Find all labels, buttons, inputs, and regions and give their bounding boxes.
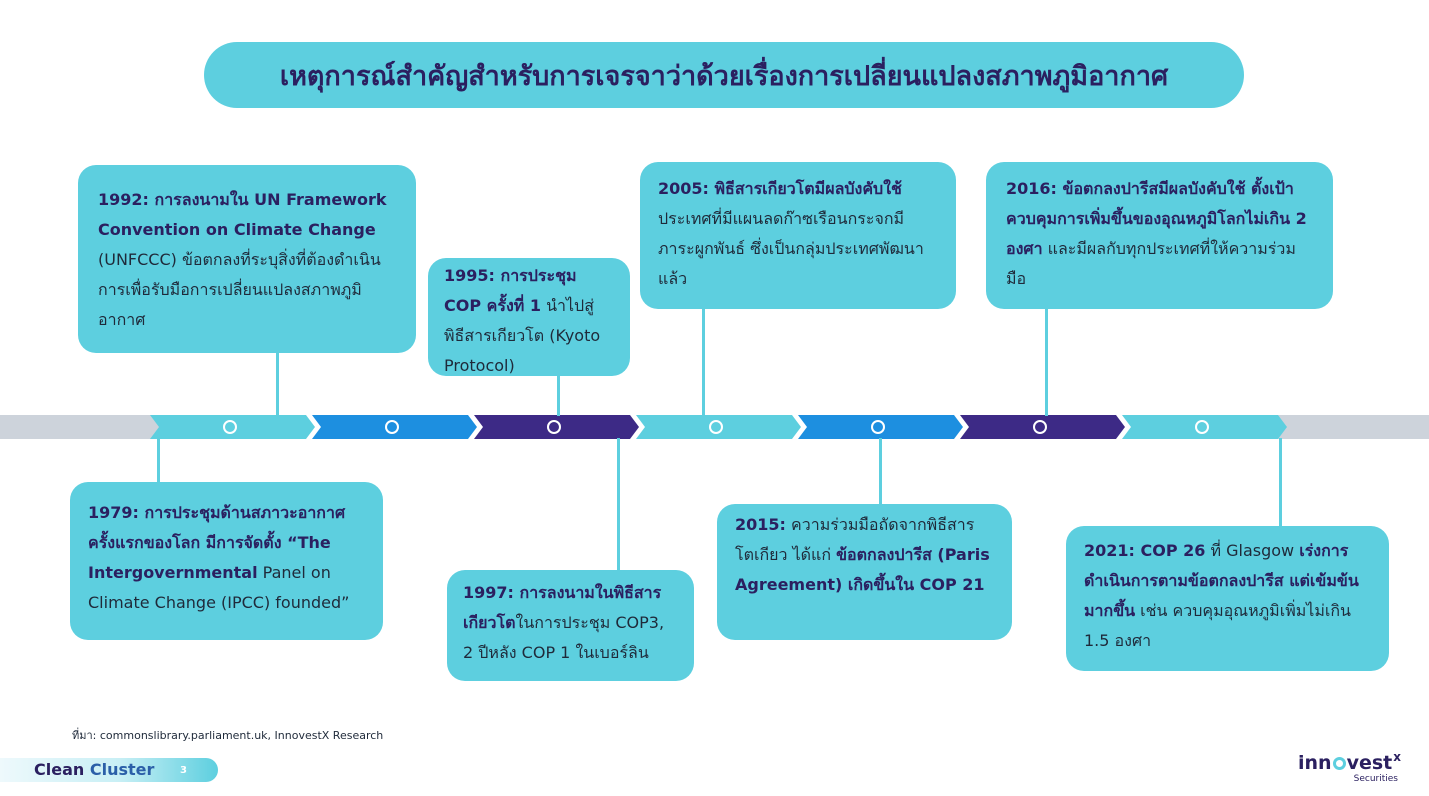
event-1992-headline: 1992: การลงนามใน UN Framework Convention… [98,190,387,239]
connector-2016 [1045,306,1048,416]
footer-bar [0,758,218,782]
event-1995-headline: 1995: การประชุม COP ครั้งที่ 1 [444,266,577,315]
event-card-2021: 2021: COP 26 ที่ Glasgow เร่งการดำเนินกา… [1066,526,1389,671]
circle-node-icon [1195,420,1209,434]
circle-node-icon [223,420,237,434]
timeline-segment [636,415,801,439]
event-1997-text: ในการประชุม COP3, 2 ปีหลัง COP 1 ในเบอร์… [463,613,665,662]
event-1997-headline: 1997: การลงนามในพิธีสารเกียวโต [463,583,662,632]
connector-1995 [557,373,560,416]
track-right-gray [1276,415,1429,439]
connector-1992 [276,350,279,416]
event-card-1997: 1997: การลงนามในพิธีสารเกียวโตในการประชุ… [447,570,694,681]
event-2015-highlight: ข้อตกลงปารีส (Paris Agreement) เกิดขึ้นใ… [735,545,990,594]
connector-1979 [157,438,160,484]
event-2015-headline: 2015: [735,515,786,534]
event-1979-text: Panel on Climate Change (IPCC) founded” [88,563,350,612]
event-2021-text: ที่ Glasgow [1205,541,1300,560]
timeline-segment [798,415,963,439]
footer-brand-part2: Cluster [89,760,155,779]
event-2016-headline: 2016: ข้อตกลงปารีสมีผลบังคับใช้ ตั้งเป้า… [1006,179,1307,258]
circle-node-icon [547,420,561,434]
circle-node-icon [385,420,399,434]
event-1979-headline: 1979: การประชุมด้านสภาวะอากาศครั้งแรกของ… [88,503,346,582]
event-2016-text: และมีผลกับทุกประเทศที่ให้ความร่วมมือ [1006,239,1296,288]
connector-1997 [617,438,620,572]
track-left-gray [0,415,160,439]
page-number: 3 [180,765,187,776]
event-2005-headline: 2005: พิธีสารเกียวโตมีผลบังคับใช้ [658,179,902,198]
event-2005-text: ประเทศที่มีแผนลดก๊าซเรือนกระจกมีภาระผูกพ… [658,209,924,288]
page-title: เหตุการณ์สำคัญสำหรับการเจรจาว่าด้วยเรื่อ… [279,60,1169,92]
timeline-segment [960,415,1125,439]
event-card-2005: 2005: พิธีสารเกียวโตมีผลบังคับใช้ ประเทศ… [640,162,956,309]
timeline-segment [312,415,477,439]
logo-word-end: vest [1346,752,1393,774]
logo-o-icon [1332,756,1346,770]
connector-2005 [702,306,705,416]
footer-brand: Clean Cluster [34,760,154,779]
source-note: ที่มา: commonslibrary.parliament.uk, Inn… [72,729,384,742]
timeline-segment [474,415,639,439]
event-1995-text: นำไปสู่พิธีสารเกียวโต (Kyoto Protocol) [444,296,601,375]
circle-node-icon [871,420,885,434]
timeline-segment [150,415,315,439]
event-card-2015: 2015: ความร่วมมือถัดจากพิธีสารโตเกียว ได… [717,504,1012,640]
event-card-1979: 1979: การประชุมด้านสภาวะอากาศครั้งแรกของ… [70,482,383,640]
timeline-segments [150,415,1287,439]
circle-node-icon [709,420,723,434]
footer-brand-part1: Clean [34,760,85,779]
timeline-segment [1122,415,1287,439]
logo-word-start: inn [1298,752,1332,774]
connector-2015 [879,438,882,506]
event-2021-highlight: เร่งการดำเนินการตามข้อตกลงปารีส แต่เข้มข… [1084,541,1359,620]
event-card-1995: 1995: การประชุม COP ครั้งที่ 1 นำไปสู่พิ… [428,258,630,376]
event-2021-headline: 2021: COP 26 [1084,541,1206,560]
logo-subtitle: Securities [1353,774,1398,784]
connector-2021 [1279,438,1282,528]
logo-superscript: x [1393,750,1401,764]
event-1992-text: (UNFCCC) ข้อตกลงที่ระบุสิ่งที่ต้องดำเนิน… [98,250,381,329]
title-banner: เหตุการณ์สำคัญสำหรับการเจรจาว่าด้วยเรื่อ… [204,42,1244,108]
circle-node-icon [1033,420,1047,434]
event-2021-text-2: เช่น ควบคุมอุณหภูมิเพิ่มไม่เกิน 1.5 องศา [1084,601,1351,650]
event-2015-text: ความร่วมมือถัดจากพิธีสารโตเกียว ได้แก่ [735,515,975,564]
event-card-1992: 1992: การลงนามใน UN Framework Convention… [78,165,416,353]
event-card-2016: 2016: ข้อตกลงปารีสมีผลบังคับใช้ ตั้งเป้า… [986,162,1333,309]
